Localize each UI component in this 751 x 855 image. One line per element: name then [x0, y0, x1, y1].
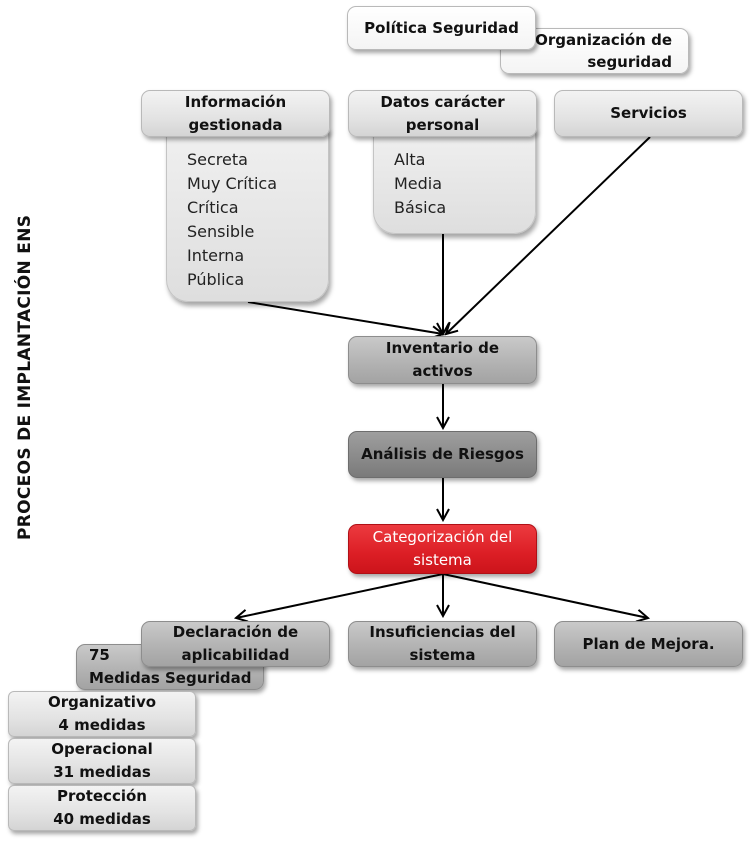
medidas-group-count: 31 medidas: [53, 763, 151, 781]
analisis-label: Análisis de Riesgos: [361, 445, 524, 463]
servicios-label: Servicios: [610, 104, 687, 122]
datos-item: Alta: [394, 150, 426, 169]
categorizacion-line-1: Categorización del: [372, 528, 513, 546]
categorizacion-line-2: sistema: [413, 551, 472, 569]
informacion-item: Crítica: [187, 198, 239, 217]
insuficiencias-line-1: Insuficiencias del: [369, 623, 516, 641]
medidas-group-name: Protección: [57, 787, 147, 805]
declaracion-line-1: Declaración de: [172, 623, 299, 641]
datos-items-list: Alta Media Básica: [373, 128, 536, 234]
insuficiencias-line-2: sistema: [409, 646, 476, 664]
plan-label: Plan de Mejora.: [582, 634, 715, 653]
informacion-item: Pública: [187, 270, 245, 289]
medidas-group-proteccion: Protección 40 medidas: [8, 785, 196, 831]
medidas-group-name: Organizativo: [47, 693, 157, 711]
medidas-group-count: 4 medidas: [58, 716, 146, 734]
informacion-item: Sensible: [187, 222, 255, 241]
arrow-servicios-to-inventario: [446, 136, 651, 334]
informacion-item: Interna: [187, 246, 245, 265]
medidas-group-operacional: Operacional 31 medidas: [8, 738, 196, 784]
medidas-total-count: 75: [89, 646, 110, 664]
informacion-gestionada-box: Información gestionada: [141, 90, 330, 137]
medidas-group-organizativo: Organizativo 4 medidas: [8, 691, 196, 737]
datos-item: Básica: [394, 198, 447, 217]
datos-item: Media: [394, 174, 443, 193]
declaracion-line-2: aplicabilidad: [181, 646, 290, 664]
informacion-items-list: Secreta Muy Crítica Crítica Sensible Int…: [166, 128, 329, 302]
inventario-line-2: activos: [412, 362, 473, 380]
organizacion-line-1: Organización de: [535, 31, 672, 49]
informacion-item: Secreta: [187, 150, 248, 169]
medidas-total-label: Medidas Seguridad: [89, 669, 252, 687]
informacion-title-line-2: gestionada: [188, 115, 283, 134]
medidas-group-count: 40 medidas: [53, 810, 151, 828]
datos-title-line-2: personal: [405, 115, 480, 134]
analisis-riesgos-box: Análisis de Riesgos: [348, 431, 537, 478]
inventario-line-1: Inventario de: [385, 339, 500, 357]
medidas-group-name: Operacional: [51, 740, 153, 758]
informacion-item: Muy Crítica: [187, 174, 278, 193]
organizacion-seguridad-box: Organización de seguridad: [500, 28, 689, 74]
informacion-title-line-1: Información: [184, 92, 287, 111]
inventario-activos-box: Inventario de activos: [348, 336, 537, 384]
politica-label: Política Seguridad: [364, 18, 519, 37]
datos-caracter-personal-box: Datos carácter personal: [348, 90, 537, 137]
servicios-box: Servicios: [554, 90, 743, 137]
datos-title-line-1: Datos carácter: [380, 92, 505, 111]
arrow-categorizacion-to-declaracion: [236, 573, 444, 618]
organizacion-line-2: seguridad: [587, 53, 672, 71]
categorizacion-sistema-box: Categorización del sistema: [348, 524, 537, 574]
declaracion-aplicabilidad-box: Declaración de aplicabilidad: [141, 621, 330, 667]
plan-mejora-box: Plan de Mejora.: [554, 621, 743, 667]
politica-seguridad-box: Política Seguridad: [347, 6, 536, 50]
insuficiencias-sistema-box: Insuficiencias del sistema: [348, 621, 537, 667]
arrow-categorizacion-to-plan: [442, 573, 648, 618]
arrow-informacion-to-inventario: [247, 301, 443, 334]
